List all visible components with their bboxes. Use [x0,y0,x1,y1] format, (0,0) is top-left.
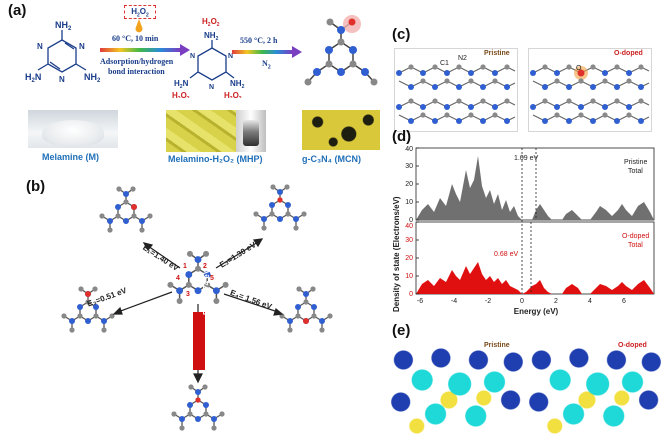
ytick-bot-40: 40 [405,223,413,230]
h2o2-reagent-box: H2O2 [124,5,156,19]
pristine-title-e: Pristine [484,342,510,349]
caption-melamine: Melamine (M) [42,152,100,162]
mhp-vial-photo [236,110,266,152]
xtick-6: 6 [622,298,626,305]
xtick-m4: -4 [451,298,457,305]
panel-c-label: (c) [392,26,411,43]
arrow1-desc-1: Adsorption/hydrogen [100,57,174,66]
svg-text:H2O2: H2O2 [224,91,242,98]
xtick-4: 4 [588,298,592,305]
arrow1-conditions: 60 °C, 10 min [112,34,159,43]
gcn-fragment-molecule [304,15,378,86]
arrow2-gas: N2 [262,59,271,71]
svg-text:N: N [209,84,214,91]
ytick-bot-10: 10 [405,273,413,280]
svg-text:N: N [190,53,195,60]
ytick-top-20: 20 [405,181,413,188]
melamino-h2o2-molecule: H2O2 NH2 N N N H2N NH2 H2O2 H2O2 [172,17,245,98]
melamine-photo [28,110,118,148]
xtick-m2: -2 [485,298,491,305]
arrow1 [100,44,190,56]
legend-odoped-2: Total [628,242,643,249]
panel-a-label: (a) [8,2,27,19]
site-4-label: 4 [176,275,180,282]
svg-text:NH2: NH2 [230,79,245,90]
melamine-molecule: NH2 N N N H2N NH2 [25,20,100,84]
site-2-label: 2 [203,263,207,270]
svg-text:H2N: H2N [174,79,189,90]
atom-n2-label: N2 [458,55,467,62]
site-1-label: 1 [183,263,187,270]
svg-text:H2O2: H2O2 [172,91,190,98]
svg-text:N: N [228,53,233,60]
arrow2-conditions: 550 °C, 2 h [240,36,278,45]
odoped-title-c: O-doped [614,50,643,57]
svg-text:NH2: NH2 [84,72,100,84]
arrow2 [232,46,302,58]
atom-c1-label: C1 [440,60,449,67]
ytick-bot-30: 30 [405,237,413,244]
caption-mcn: g-C₃N₄ (MCN) [302,154,361,164]
ytick-top-40: 40 [405,146,413,153]
panel-d-label: (d) [392,128,412,145]
svg-text:N: N [59,75,65,84]
svg-text:NH2: NH2 [204,31,219,42]
svg-text:N: N [37,42,43,51]
panel-b-label: (b) [26,178,46,195]
charge-density-odoped [528,340,662,440]
site-3-label: 3 [186,291,190,298]
nh2-top: NH2 [55,20,72,32]
legend-pristine-1: Pristine [624,159,647,166]
mcn-sem-photo [302,110,380,150]
svg-text:N: N [79,42,85,51]
odoped-structure [528,48,652,132]
odoped-title-e: O-doped [618,342,647,349]
legend-odoped-1: O-doped [622,233,649,240]
svg-text:H2N: H2N [25,72,41,84]
xtick-m6: -6 [417,298,423,305]
arrow2-gas-sub: 2 [267,64,271,71]
xtick-0: 0 [520,298,524,305]
site-5-label: 5 [210,275,214,282]
arrow1-desc-2: bond interaction [108,67,165,76]
svg-text:H2O2: H2O2 [202,17,220,28]
xtick-2: 2 [554,298,558,305]
atom-o-label: O [576,65,582,72]
arrow2-gas-n: N [262,59,268,68]
gap-odoped: 0.68 eV [494,251,518,258]
ytick-bot-0: 0 [409,291,413,298]
h2o2-drop-icon [135,19,143,33]
ytick-top-30: 30 [405,163,413,170]
ytick-bot-20: 20 [405,255,413,262]
dos-odoped-area [416,262,654,294]
dos-xlabel: Energy (eV) [514,307,559,316]
gap-pristine: 1.09 eV [514,155,538,162]
charge-density-pristine [390,340,524,440]
dos-chart: 0 10 20 30 40 0 10 20 30 40 -6 -4 -2 0 2… [405,146,655,316]
legend-pristine-2: Total [628,168,643,175]
panel-e-label: (e) [392,322,411,339]
ytick-top-10: 10 [405,199,413,206]
ytick-top-0: 0 [409,217,413,224]
pristine-title-c: Pristine [484,50,510,57]
energy-e5: E₅= -0.74 eV [202,268,211,315]
dos-pristine-area [416,156,654,220]
panel-b-doping-sites: 1 2 3 4 5 [60,183,334,432]
mhp-sem-photo [166,110,236,152]
caption-mhp: Melamino-H₂O₂ (MHP) [168,154,263,164]
pristine-structure [394,48,518,132]
